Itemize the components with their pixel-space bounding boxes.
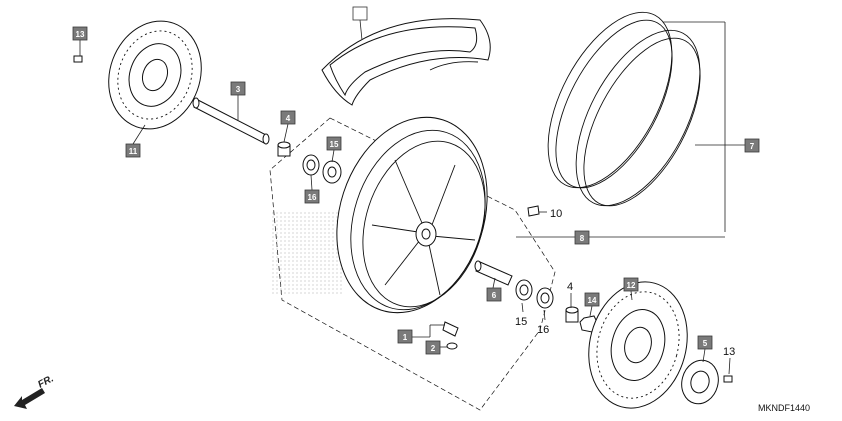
bearing-left: [322, 160, 342, 184]
callout-1-text: 1: [403, 333, 408, 342]
front-arrow-icon: [14, 388, 45, 409]
bolt-right: [723, 375, 733, 383]
dotted-shadow-area: [272, 210, 342, 295]
callout-6-text: 6: [492, 291, 497, 300]
front-direction-indicator: FR.: [14, 373, 56, 409]
callout-1: 1: [397, 329, 413, 344]
leader-lines: [79, 19, 745, 375]
callout-2: 2: [425, 340, 441, 355]
callout-11: 11: [125, 143, 141, 158]
wheel-rim: [336, 116, 488, 314]
rim-bands: [547, 11, 701, 207]
collar-right: [565, 306, 579, 323]
callout-7-text: 7: [750, 142, 755, 151]
label-10: 10: [550, 208, 562, 220]
callout-5-text: 5: [703, 339, 708, 348]
brake-disc-left: [108, 20, 202, 130]
callout-blank: [352, 6, 368, 21]
bearing-right: [515, 279, 533, 301]
wheel-assembly-outline: [269, 117, 556, 411]
callout-3-text: 3: [236, 85, 241, 94]
callout-3: 3: [230, 81, 246, 96]
callout-15-left: 15: [326, 136, 342, 151]
label-4-right: 4: [567, 281, 573, 293]
callout-13-left-text: 13: [76, 30, 85, 39]
label-13-right: 13: [723, 346, 735, 358]
collar-left: [277, 141, 291, 157]
seal-left: [302, 154, 320, 176]
tire-valve: [442, 321, 459, 350]
callout-15-left-text: 15: [330, 140, 339, 149]
callout-8: 8: [574, 230, 590, 245]
callout-16-left-text: 16: [308, 193, 317, 202]
tire: [321, 18, 491, 106]
callout-13-left: 13: [72, 26, 88, 41]
callout-6: 6: [486, 287, 502, 302]
callout-4-left-text: 4: [286, 114, 291, 123]
callout-14: 14: [584, 292, 600, 307]
spacer-small: [527, 205, 540, 217]
callout-14-text: 14: [588, 296, 597, 305]
pulser-ring: [681, 359, 719, 405]
diagram-code: MKNDF1440: [758, 403, 810, 413]
label-15-right: 15: [515, 316, 527, 328]
callout-11-text: 11: [129, 147, 138, 156]
callout-12-text: 12: [627, 281, 636, 290]
callout-5: 5: [697, 335, 713, 350]
callout-8-text: 8: [580, 234, 585, 243]
callout-4-left: 4: [280, 110, 296, 125]
front-direction-label: FR.: [36, 373, 55, 390]
callout-2-text: 2: [431, 344, 436, 353]
axle: [192, 97, 270, 145]
brake-disc-right: [588, 281, 688, 409]
label-16-right: 16: [537, 324, 549, 336]
seal-right: [536, 287, 554, 309]
callout-12: 12: [623, 277, 639, 292]
callout-7: 7: [744, 138, 760, 153]
distance-collar: [474, 260, 513, 286]
bolt-left: [73, 55, 83, 63]
callout-16-left: 16: [304, 189, 320, 204]
